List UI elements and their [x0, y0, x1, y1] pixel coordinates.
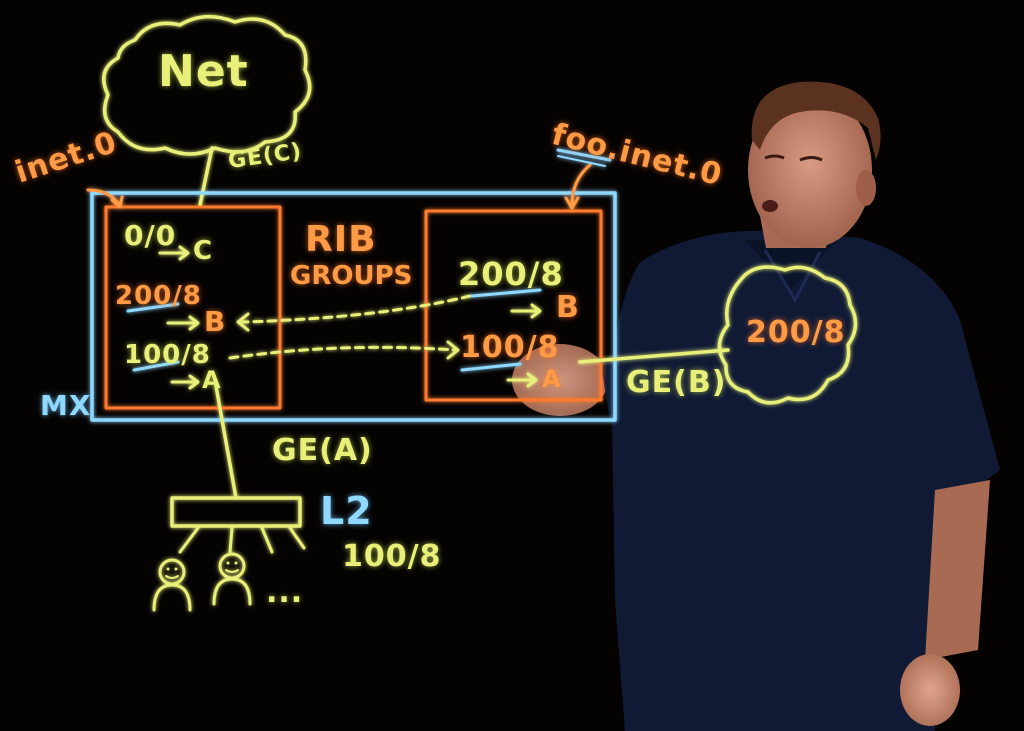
- user-figure-1: [152, 558, 192, 612]
- users-ellipsis: ...: [266, 575, 304, 610]
- rib-title: RIB: [305, 219, 377, 260]
- foo-row1-nexthop: B: [556, 290, 580, 325]
- rib-subtitle: GROUPS: [290, 261, 413, 291]
- inet0-row2-nexthop: B: [204, 305, 227, 338]
- foo-row2-prefix: 100/8: [460, 330, 560, 365]
- mx-label: MX: [40, 389, 92, 422]
- l2-label: L2: [320, 489, 373, 533]
- cloud-200-outline: [717, 265, 858, 405]
- inet0-row1-nexthop: C: [193, 236, 214, 266]
- l2-switch: [170, 496, 302, 528]
- inet0-pointer: [86, 188, 120, 205]
- presenter: [512, 81, 1000, 731]
- presenter-arm-right: [925, 480, 990, 660]
- inet0-row2-prefix: 200/8: [115, 281, 202, 311]
- inet0-row1-prefix: 0/0: [124, 219, 177, 252]
- link-ge-c: [198, 146, 214, 207]
- presenter-hand-right: [900, 654, 960, 726]
- cloud-net-outline: [102, 15, 312, 156]
- presenter-face: [748, 92, 872, 248]
- leak-arrow-100: [228, 345, 457, 360]
- leak-arrow-200: [240, 294, 472, 324]
- foo-inet0-pointer: [570, 163, 592, 207]
- ge-a-label: GE(A): [272, 433, 373, 468]
- link-ge-a: [214, 384, 238, 500]
- link-ge-b: [578, 348, 730, 364]
- mx-router-box: [90, 191, 617, 422]
- inet0-row3-nexthop: A: [202, 366, 222, 394]
- cloud-net-label: Net: [158, 46, 249, 97]
- l2-prefix-label: 100/8: [342, 539, 442, 574]
- cloud-200-label: 200/8: [746, 315, 846, 350]
- presenter-hair: [751, 81, 881, 160]
- foo-row1-prefix: 200/8: [458, 255, 564, 293]
- foo-row2-nexthop: A: [542, 365, 562, 393]
- user-figure-2: [212, 552, 252, 606]
- inet0-row3-prefix: 100/8: [124, 340, 211, 370]
- presenter-shirt: [611, 230, 1000, 731]
- ge-b-label: GE(B): [626, 365, 727, 400]
- inet0-table-box: [104, 205, 282, 410]
